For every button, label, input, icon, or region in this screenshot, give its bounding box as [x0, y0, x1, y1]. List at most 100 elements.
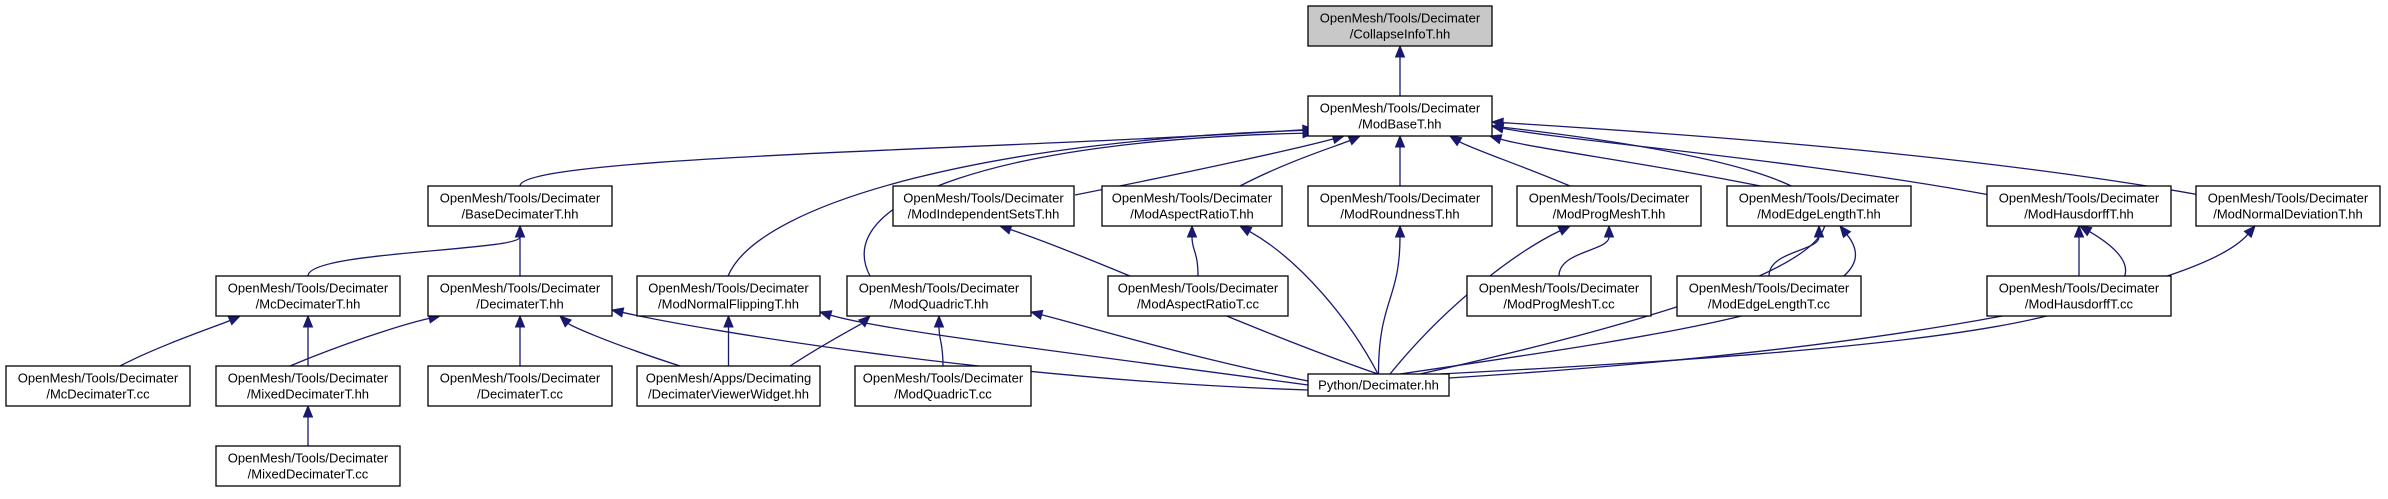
node-deccc[interactable]: OpenMesh/Tools/Decimater/DecimaterT.cc	[427, 365, 613, 407]
node-label-line: OpenMesh/Tools/Decimater	[1739, 191, 1900, 206]
edge-line	[727, 129, 1304, 277]
edge-dec-to-basedec	[514, 224, 526, 276]
node-modaspect[interactable]: OpenMesh/Tools/Decimater/ModAspectRatioT…	[1101, 185, 1283, 227]
edge-arrowhead	[1603, 224, 1615, 238]
node-modhaus[interactable]: OpenMesh/Tools/Decimater/ModHausdorffT.h…	[1986, 185, 2172, 227]
edge-arrowhead	[933, 314, 945, 328]
node-modnormflip[interactable]: OpenMesh/Tools/Decimater/ModNormalFlippi…	[636, 275, 821, 317]
node-modquad[interactable]: OpenMesh/Tools/Decimater/ModQuadricT.hh	[846, 275, 1032, 317]
node-mcdeccc[interactable]: OpenMesh/Tools/Decimater/McDecimaterT.cc	[5, 365, 191, 407]
edge-line	[938, 326, 944, 367]
edge-modedgecc-to-modedge	[1768, 224, 1825, 277]
node-label-line: OpenMesh/Tools/Decimater	[440, 281, 601, 296]
node-box	[1107, 275, 1289, 317]
node-modedgecc[interactable]: OpenMesh/Tools/Decimater/ModEdgeLengthT.…	[1676, 275, 1862, 317]
edge-line	[1558, 236, 1610, 277]
node-modindep[interactable]: OpenMesh/Tools/Decimater/ModIndependentS…	[892, 185, 1075, 227]
node-label-line: OpenMesh/Tools/Decimater	[228, 281, 389, 296]
node-modprogcc[interactable]: OpenMesh/Tools/Decimater/ModProgMeshT.cc	[1466, 275, 1652, 317]
edge-line	[519, 129, 1304, 187]
edge-arrowhead	[1394, 224, 1406, 238]
node-modbase[interactable]: OpenMesh/Tools/Decimater/ModBaseT.hh	[1307, 95, 1493, 137]
node-label-line: /ModProgMeshT.cc	[1503, 297, 1615, 312]
node-box	[846, 275, 1032, 317]
edge-line	[289, 317, 430, 367]
node-modaspectcc[interactable]: OpenMesh/Tools/Decimater/ModAspectRatioT…	[1107, 275, 1289, 317]
node-mcdec[interactable]: OpenMesh/Tools/Decimater/McDecimaterT.hh	[215, 275, 401, 317]
node-viewer[interactable]: OpenMesh/Apps/Decimating/DecimaterViewer…	[636, 365, 821, 407]
edge-arrowhead	[514, 314, 526, 328]
edge-modround-to-modbase	[1394, 134, 1406, 186]
edge-python-to-modaspect	[1238, 225, 1379, 375]
node-label-line: OpenMesh/Apps/Decimating	[646, 371, 811, 386]
node-label-line: /ModAspectRatioT.cc	[1137, 297, 1260, 312]
node-box	[1986, 275, 2172, 317]
node-mixedcc[interactable]: OpenMesh/Tools/Decimater/MixedDecimaterT…	[215, 445, 401, 487]
node-label-line: OpenMesh/Tools/Decimater	[648, 281, 809, 296]
node-label-line: OpenMesh/Tools/Decimater	[1320, 11, 1481, 26]
node-box	[1101, 185, 1283, 227]
node-label-line: OpenMesh/Tools/Decimater	[1689, 281, 1850, 296]
edge-line	[567, 322, 681, 367]
edge-line	[1191, 236, 1199, 277]
node-label-line: OpenMesh/Tools/Decimater	[1112, 191, 1273, 206]
edge-modedge-to-modbase	[1488, 134, 1781, 191]
node-box	[1466, 275, 1652, 317]
node-label-line: /DecimaterT.hh	[476, 297, 563, 312]
edge-arrowhead	[1490, 122, 1505, 133]
edge-viewer-to-modnormflip	[723, 314, 734, 367]
edge-arrowhead	[1839, 224, 1852, 239]
edge-arrowhead	[1029, 309, 1044, 320]
node-label-line: /MixedDecimaterT.cc	[248, 467, 369, 482]
node-box	[427, 275, 613, 317]
edge-arrowhead	[857, 315, 871, 328]
edge-python-to-modround	[1377, 224, 1406, 375]
node-modquadcc[interactable]: OpenMesh/Tools/Decimater/ModQuadricT.cc	[854, 365, 1032, 407]
node-modedge[interactable]: OpenMesh/Tools/Decimater/ModEdgeLengthT.…	[1726, 185, 1912, 227]
edge-arrowhead	[514, 224, 526, 238]
node-label-line: OpenMesh/Tools/Decimater	[1479, 281, 1640, 296]
node-modprog[interactable]: OpenMesh/Tools/Decimater/ModProgMeshT.hh	[1516, 185, 1702, 227]
node-label-line: /ModQuadricT.cc	[894, 387, 992, 402]
edge-line	[1377, 236, 1401, 375]
node-label-line: /ModHausdorffT.hh	[2024, 207, 2134, 222]
node-label-line: OpenMesh/Tools/Decimater	[1529, 191, 1690, 206]
node-label-line: OpenMesh/Tools/Decimater	[228, 371, 389, 386]
node-dec[interactable]: OpenMesh/Tools/Decimater/DecimaterT.hh	[427, 275, 613, 317]
edge-arrowhead	[1238, 225, 1253, 237]
edge-line	[1459, 141, 1571, 187]
node-box	[1307, 373, 1450, 397]
node-box	[427, 365, 613, 407]
edge-line	[1419, 126, 1826, 375]
edge-line	[1249, 230, 1379, 375]
node-label-line: OpenMesh/Tools/Decimater	[859, 281, 1020, 296]
node-label-line: /McDecimaterT.cc	[46, 387, 150, 402]
node-box	[215, 445, 401, 487]
node-label-line: OpenMesh/Tools/Decimater	[903, 191, 1064, 206]
edge-arrowhead	[1557, 225, 1572, 236]
node-box	[892, 185, 1075, 227]
edge-modaspect-to-modbase	[1239, 135, 1362, 187]
node-modround[interactable]: OpenMesh/Tools/Decimater/ModRoundnessT.h…	[1307, 185, 1493, 227]
edge-arrowhead	[2073, 224, 2085, 238]
node-modnormdev[interactable]: OpenMesh/Tools/Decimater/ModNormalDeviat…	[2195, 185, 2381, 227]
node-label-line: OpenMesh/Tools/Decimater	[1999, 281, 2160, 296]
edge-arrowhead	[1394, 134, 1406, 148]
node-label-line: /ModQuadricT.hh	[890, 297, 989, 312]
node-python[interactable]: Python/Decimater.hh	[1307, 373, 1450, 397]
edge-line	[1768, 236, 1820, 277]
node-box	[215, 365, 401, 407]
node-label-line: /ModNormalDeviationT.hh	[2213, 207, 2363, 222]
node-label-line: /CollapseInfoT.hh	[1350, 27, 1450, 42]
node-basedec[interactable]: OpenMesh/Tools/Decimater/BaseDecimaterT.…	[427, 185, 613, 227]
edge-arrowhead	[1347, 135, 1362, 146]
edge-python-to-dec	[610, 307, 1309, 391]
node-modhauscc[interactable]: OpenMesh/Tools/Decimater/ModHausdorffT.c…	[1986, 275, 2172, 317]
edge-python-to-modhaus	[1439, 225, 2127, 375]
edge-modbase-to-collapse	[1394, 44, 1406, 96]
node-label-line: /ModNormalFlippingT.hh	[658, 297, 799, 312]
edge-line	[119, 319, 231, 367]
node-mixeddec[interactable]: OpenMesh/Tools/Decimater/MixedDecimaterT…	[215, 365, 401, 407]
edge-mcdec-to-basedec	[307, 224, 526, 277]
